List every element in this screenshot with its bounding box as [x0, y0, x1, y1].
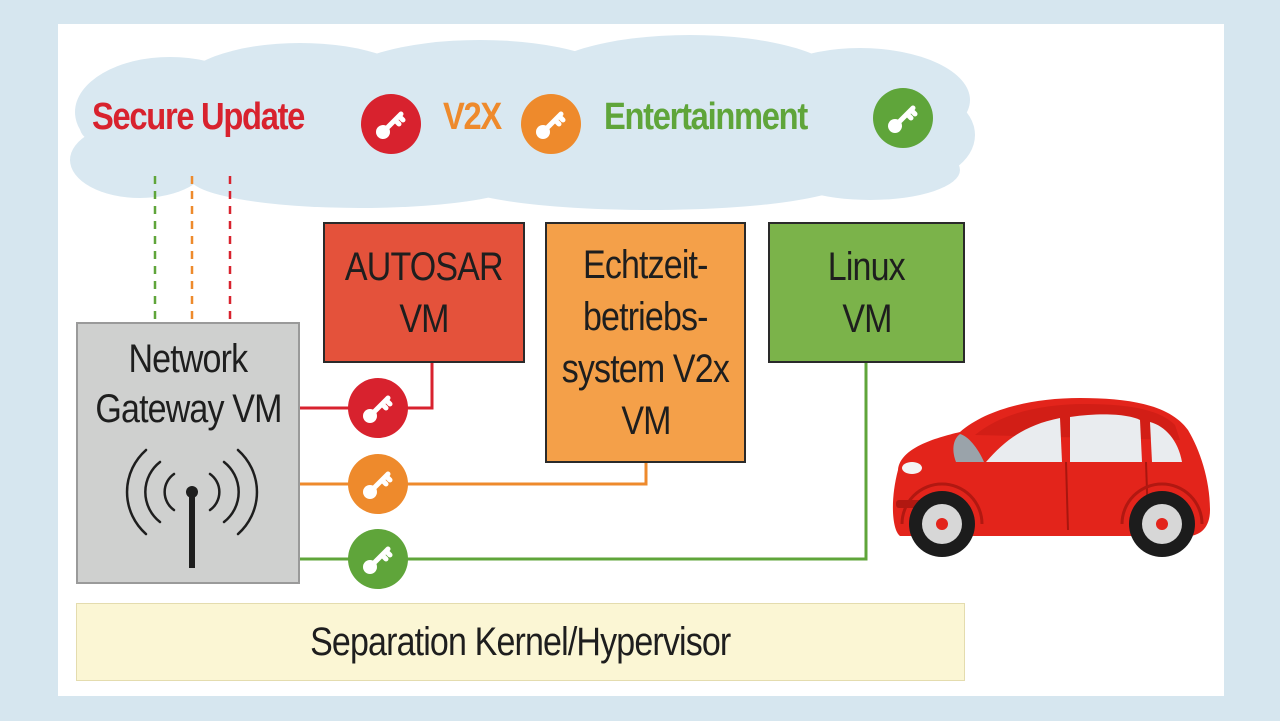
linux-label-line1: Linux [827, 244, 906, 289]
autosar-label-line1: AUTOSAR [345, 244, 504, 289]
echtzeit-label-line4: VM [620, 398, 671, 443]
legend-secure-update: Secure Update [92, 96, 305, 138]
autosar-vm-box: AUTOSAR VM [323, 222, 525, 363]
echtzeit-label-line2: betriebs- [583, 294, 708, 339]
gateway-label-line1: Network [128, 337, 249, 381]
gateway-label-line2: Gateway VM [94, 387, 282, 431]
echtzeit-vm-box: Echtzeit- betriebs- system V2x VM [545, 222, 746, 463]
linux-vm-box: Linux VM [768, 222, 965, 363]
legend-entertainment: Entertainment [604, 96, 808, 138]
kernel-label: Separation Kernel/Hypervisor [310, 620, 731, 664]
echtzeit-label-line3: system V2x [561, 346, 730, 391]
separation-kernel-bar: Separation Kernel/Hypervisor [76, 603, 965, 681]
network-gateway-vm-box: Network Gateway VM [76, 322, 300, 584]
echtzeit-label-line1: Echtzeit- [583, 242, 708, 287]
legend-v2x: V2X [443, 96, 502, 138]
linux-label-line2: VM [841, 296, 892, 341]
autosar-label-line2: VM [399, 296, 449, 341]
